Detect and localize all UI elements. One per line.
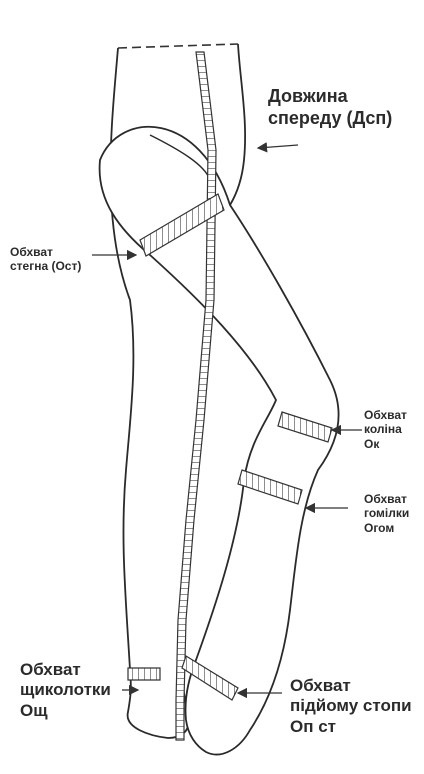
waistband-line [118, 44, 238, 48]
front-length-label: Довжина спереду (Дсп) [268, 86, 392, 129]
front-length-arrow [258, 145, 298, 148]
ankle-tape [128, 668, 160, 680]
front-leg-outline [100, 127, 339, 755]
instep-label: Обхват підйому стопи Оп ст [290, 676, 412, 737]
shin-label: Обхват гомілки Огом [364, 492, 409, 535]
torso-front-outline [230, 44, 245, 205]
thigh-label: Обхват стегна (Ост) [10, 245, 81, 274]
ankle-label: Обхват щиколотки Ощ [20, 660, 111, 721]
knee-label: Обхват коліна Ок [364, 408, 407, 451]
